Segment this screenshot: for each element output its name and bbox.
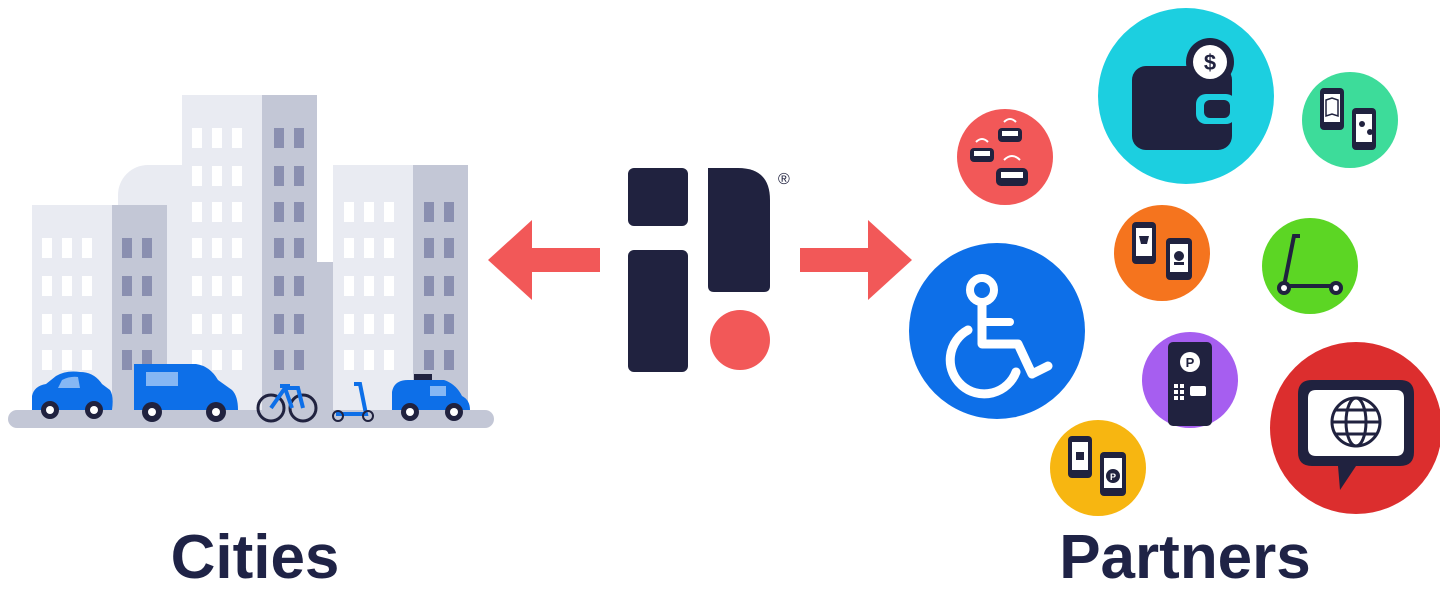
connected-cars-icon	[957, 109, 1053, 205]
cities-caption: Cities	[120, 528, 390, 588]
road	[8, 410, 494, 428]
city-illustration	[8, 95, 494, 428]
svg-text:$: $	[1204, 50, 1216, 75]
shopping-phones-icon	[1114, 205, 1210, 301]
partners-caption: Partners	[1020, 528, 1350, 588]
svg-text:P: P	[1186, 355, 1195, 370]
globe-speech-bubble-icon	[1270, 342, 1440, 514]
brand-logo: ®	[628, 168, 790, 372]
arrow-to-cities	[488, 220, 600, 300]
map-phones-icon	[1302, 72, 1398, 168]
arrow-to-partners	[800, 220, 912, 300]
parking-apps-icon: P	[1050, 420, 1146, 516]
parking-meter-icon: P	[1142, 332, 1238, 428]
svg-text:P: P	[1110, 472, 1116, 482]
tall-building	[182, 95, 335, 410]
right-building	[333, 165, 468, 410]
registered-mark: ®	[778, 171, 790, 188]
scooter-icon	[1262, 218, 1358, 314]
wheelchair-accessibility-icon	[909, 243, 1085, 419]
wallet-payment-icon: $	[1098, 8, 1274, 184]
